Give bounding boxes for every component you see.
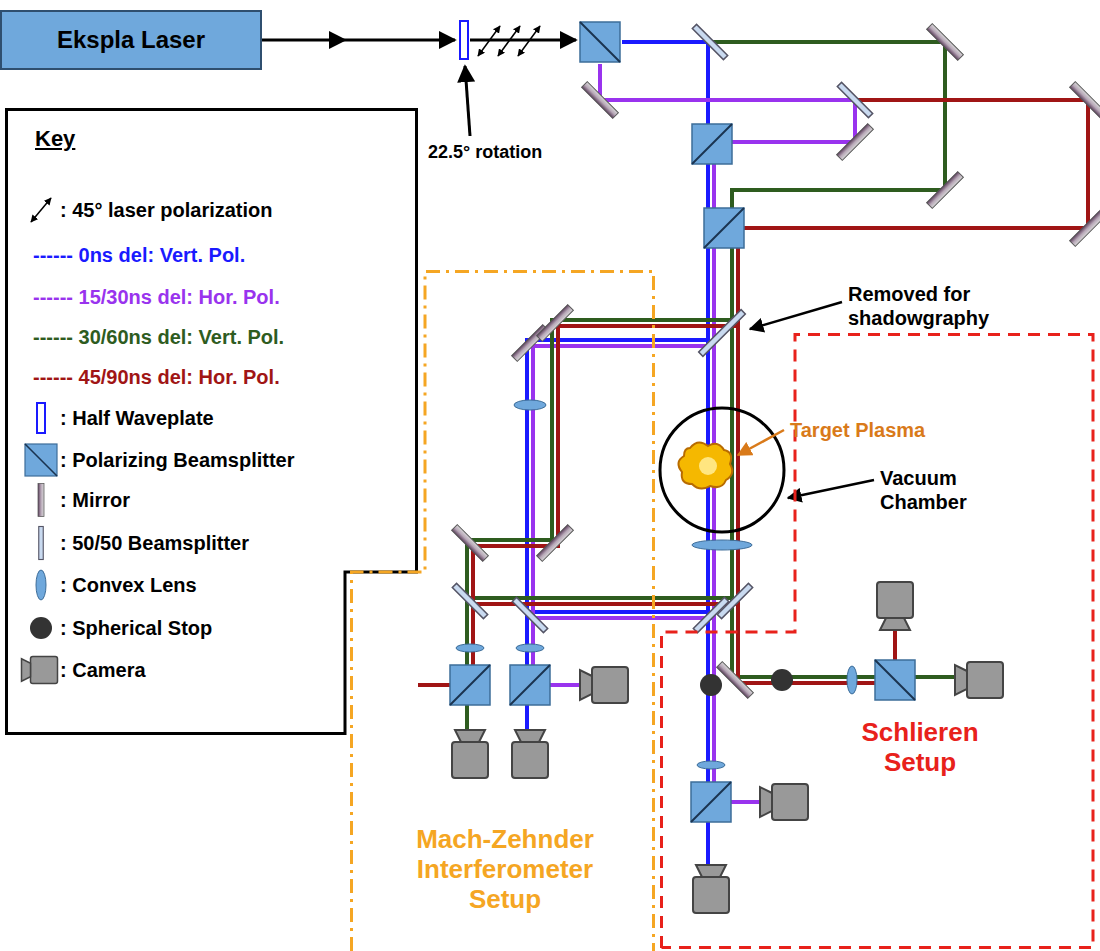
legend-heading: Key [35, 126, 75, 151]
legend-symbol [39, 527, 44, 560]
half-waveplate [460, 21, 468, 59]
polarization-arrows [478, 26, 540, 56]
beam-paths [415, 42, 1088, 865]
legend-symbol [22, 657, 58, 684]
annotation-label: Vacuum Chamber [880, 466, 990, 514]
laser-box: Ekspla Laser [0, 10, 262, 70]
legend-entry: : Half Waveplate [60, 406, 214, 430]
target-plasma [678, 442, 732, 488]
legend-symbol [30, 617, 52, 639]
region-label: Schlieren Setup [840, 717, 1000, 777]
vacuum-chamber [660, 408, 784, 532]
legend-entry: : Polarizing Beamsplitter [60, 448, 295, 472]
setup-region: Mach-Zehnder Interferometer Setup [350, 270, 655, 951]
legend-entry: : Mirror [60, 488, 130, 512]
plasma-core [699, 457, 717, 475]
legend-entry: : Convex Lens [60, 573, 197, 597]
key-panel: Key : 45° laser polarization ------ 0ns de… [5, 108, 418, 735]
legend-entry: : 45° laser polarization [60, 198, 273, 222]
legend-entry: : Camera [60, 658, 146, 682]
legend-entry: : Spherical Stop [60, 616, 212, 640]
optical-components [367, 22, 1100, 913]
leader-line [738, 430, 784, 455]
legend-symbol [25, 444, 57, 476]
legend-entry: ------ 0ns del: Vert. Pol. [33, 243, 245, 267]
leader-line [788, 480, 874, 498]
legend-symbol [38, 484, 44, 517]
leader-line [750, 302, 842, 329]
legend-entry: : 50/50 Beamsplitter [60, 531, 249, 555]
legend-symbol [37, 403, 45, 433]
leader-line [465, 66, 470, 136]
legend-entry: ------ 30/60ns del: Vert. Pol. [33, 325, 284, 349]
legend-symbol [36, 570, 46, 600]
annotation-label: Target Plasma [790, 418, 925, 442]
region-label: Mach-Zehnder Interferometer Setup [395, 824, 615, 914]
legend-entry: ------ 15/30ns del: Hor. Pol. [33, 285, 280, 309]
box-label: Ekspla Laser [57, 26, 205, 54]
annotation-label: 22.5° rotation [428, 140, 542, 164]
annotation-label: Removed for shadowgraphy [848, 282, 1048, 330]
legend-entry: ------ 45/90ns del: Hor. Pol. [33, 365, 280, 389]
legend-symbol [31, 198, 51, 222]
